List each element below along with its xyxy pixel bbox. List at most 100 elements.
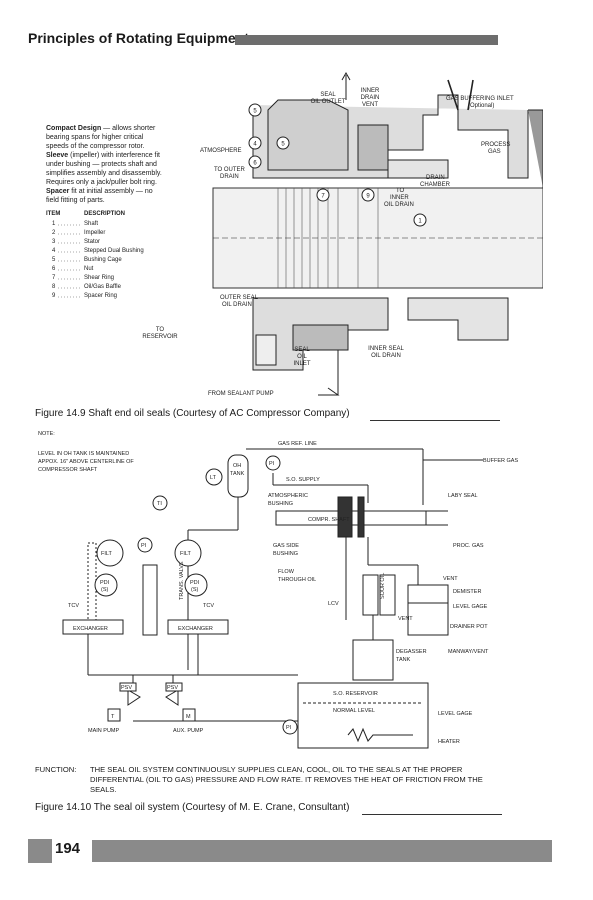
label-level-gage: LEVEL GAGE	[453, 604, 488, 610]
label-to-reservoir: TO	[156, 327, 165, 333]
pdi-right	[184, 573, 208, 597]
label-seal-oil-outlet: SEAL	[320, 92, 336, 98]
label-degasser-tank: TANK	[396, 657, 411, 663]
label-t: T	[111, 714, 115, 720]
callout-number: 6	[253, 161, 257, 167]
figure-14-10-caption: Figure 14.10 The seal oil system (Courte…	[35, 802, 350, 813]
label-to-inner-oil-drain: TO	[396, 188, 405, 194]
pressure-indicator-left	[137, 537, 153, 553]
part-description: Stator	[84, 239, 100, 245]
part-callouts	[248, 103, 427, 227]
footer-marker-box	[28, 839, 52, 863]
diagram-labels: OH TANK LT PI TI PI PI GAS REF. LINE BUF…	[68, 441, 518, 745]
label-psv: PSV	[121, 685, 132, 691]
part-description: Shaft	[84, 221, 98, 227]
svg-text:bearing spans for higher criti: bearing spans for higher critical	[46, 134, 144, 141]
page-number: 194	[55, 840, 81, 857]
label-laby-seal: LABY SEAL	[448, 493, 478, 499]
label-drainer-pot: DRAINER POT	[450, 624, 488, 630]
label-sour-oil: SOUR OIL	[380, 573, 386, 599]
note-text: field fitting of parts.	[46, 197, 105, 204]
label-buffer-gas: BUFFER GAS	[483, 458, 518, 464]
note-text: simplifies assembly and disassembly.	[46, 170, 162, 177]
part-item-number: 1	[52, 221, 56, 227]
instruments	[94, 454, 298, 735]
label-seal-oil-inlet: SEAL	[294, 347, 310, 353]
label-exchanger: EXCHANGER	[178, 626, 213, 632]
description-column-header: DESCRIPTION	[84, 211, 125, 217]
label-atmospheric-bushing: BUSHING	[268, 501, 293, 507]
label-inner-drain-vent: INNER	[361, 88, 380, 94]
label-drain-chamber: CHAMBER	[420, 182, 451, 188]
svg-text:field fitting of parts.: field fitting of parts.	[46, 197, 105, 204]
callout-number: 5	[281, 142, 285, 148]
callout-number: 7	[321, 194, 325, 200]
label-to-inner-oil-drain: OIL DRAIN	[384, 202, 414, 208]
note-lead: Spacer	[46, 188, 70, 195]
svg-text:speeds of the compressor rotor: speeds of the compressor rotor.	[46, 143, 144, 150]
callout-number: 5	[253, 109, 257, 115]
svg-text:Sleeve (impeller) with interfe: Sleeve (impeller) with interference fit	[46, 152, 160, 159]
callout-number: 4	[253, 142, 257, 148]
tank-level-note: NOTE: LEVEL IN OH TANK IS MAINTAINED APP…	[38, 431, 134, 473]
drawing-labels: SEAL OIL OUTLET INNER DRAIN VENT GAS BUF…	[142, 88, 514, 397]
pdi-left	[94, 573, 118, 597]
book-title: Principles of Rotating Equipment	[28, 30, 249, 46]
label-seal-oil-inlet: INLET	[293, 361, 310, 367]
label-compr-shaft: COMPR. SHAFT	[308, 517, 350, 523]
label-level-gage: LEVEL GAGE	[438, 711, 473, 717]
label-pi: PI	[286, 725, 292, 731]
oh-tank	[227, 454, 249, 498]
level-transmitter	[205, 468, 223, 486]
label-degasser-tank: DEGASSER	[396, 649, 427, 655]
note-text: fit at initial assembly — no	[69, 188, 152, 195]
caption-rule	[362, 814, 502, 815]
label-lcv: LCV	[328, 601, 339, 607]
label-exchanger: EXCHANGER	[73, 626, 108, 632]
part-item-number: 8	[52, 284, 56, 290]
part-item-number: 7	[52, 275, 56, 281]
part-description: Spacer Ring	[84, 293, 117, 299]
note-lead: Compact Design	[46, 125, 101, 132]
label-process-gas: GAS	[488, 149, 501, 155]
seal-assembly-drawing	[212, 71, 543, 396]
label-to-reservoir: RESERVOIR	[142, 334, 178, 340]
part-description: Oil/Gas Baffle	[84, 284, 122, 290]
label-filt: FILT	[180, 551, 192, 557]
footer-bar	[92, 840, 552, 862]
label-seal-oil-outlet: OIL OUTLET	[311, 99, 346, 105]
label-to-inner-oil-drain: INNER	[390, 195, 409, 201]
svg-text:Requires only a jack/puller bo: Requires only a jack/puller bolt ring.	[46, 179, 157, 186]
label-flow-through-oil: FLOW	[278, 569, 295, 575]
figure-14-10-seal-oil-system-diagram: NOTE: LEVEL IN OH TANK IS MAINTAINED APP…	[38, 431, 518, 749]
part-item-number: 3	[52, 239, 56, 245]
header-rule-bar	[235, 35, 498, 45]
part-item-number: 4	[52, 248, 56, 254]
label-pdi-s: (S)	[101, 587, 109, 593]
label-gas-buffering-inlet: GAS BUFFERING INLET	[446, 96, 514, 102]
design-notes: Compact Design — allows shorter bearing …	[46, 125, 162, 204]
label-flow-through-oil: THROUGH OIL	[278, 577, 316, 583]
note-text: Requires only a jack/puller bolt ring.	[46, 179, 157, 186]
part-description: Bushing Cage	[84, 257, 122, 263]
callout-1	[413, 213, 427, 227]
label-vent: VENT	[443, 576, 458, 582]
label-vent: VENT	[398, 616, 413, 622]
label-pdi-s: (S)	[191, 587, 199, 593]
label-drain-chamber: DRAIN	[426, 175, 445, 181]
function-text: THE SEAL OIL SYSTEM CONTINUOUSLY SUPPLIE…	[90, 765, 483, 794]
item-column-header: ITEM	[46, 211, 60, 217]
label-atmosphere: ATMOSPHERE	[200, 148, 242, 154]
part-description: Stepped Dual Bushing	[84, 248, 144, 254]
label-trans-valve: TRANS. VALVE	[179, 561, 185, 600]
part-description: Shear Ring	[84, 275, 114, 281]
label-seal-oil-inlet: OIL	[297, 354, 307, 360]
label-so-supply: S.O. SUPPLY	[286, 477, 320, 483]
callout-7-top	[248, 103, 262, 117]
label-normal-level: NORMAL LEVEL	[333, 708, 375, 714]
label-so-reservoir: S.O. RESERVOIR	[333, 691, 378, 697]
part-description: Impeller	[84, 230, 105, 236]
note-title: NOTE:	[38, 431, 55, 437]
figure-14-9-caption: Figure 14.9 Shaft end oil seals (Courtes…	[35, 408, 350, 419]
